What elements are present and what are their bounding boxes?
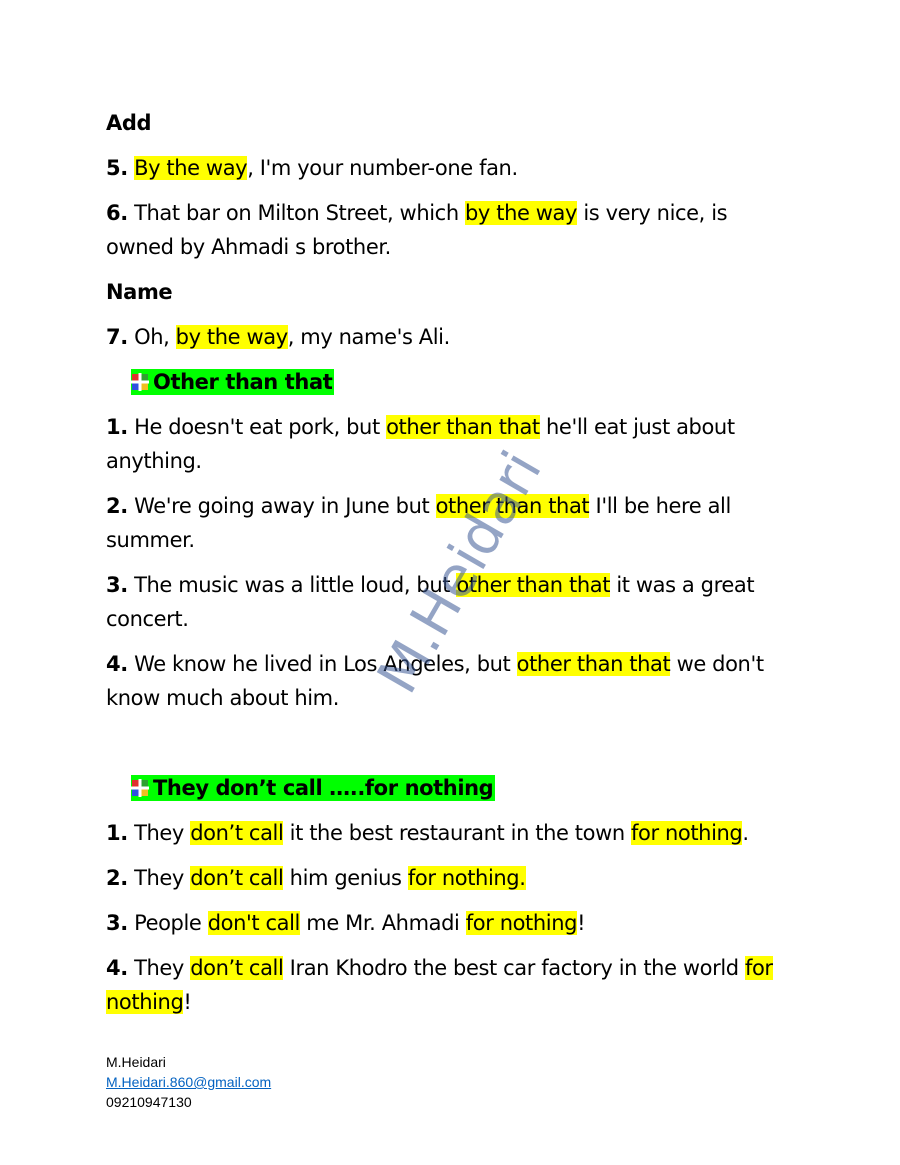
- sentence-text: I'll be here all summer.: [106, 494, 731, 552]
- sentence-text: is very nice, is owned by Ahmadi s broth…: [106, 201, 728, 259]
- sentence-text: He doesn't eat pork, but: [134, 415, 387, 439]
- sentence-text: They: [134, 821, 191, 845]
- highlighted-phrase: for nothing: [631, 821, 743, 845]
- highlighted-phrase: By the way: [134, 156, 248, 180]
- sentence-text: it the best restaurant in the town: [283, 821, 632, 845]
- example-sentence: 1. They don’t call it the best restauran…: [106, 816, 796, 850]
- example-sentence: 5. By the way, I'm your number-one fan.: [106, 151, 796, 185]
- sentence-text: We're going away in June but: [134, 494, 436, 518]
- sentence-text: it was a great concert.: [106, 573, 755, 631]
- highlighted-phrase: other than that: [456, 573, 611, 597]
- sentence-text: The music was a little loud, but: [134, 573, 457, 597]
- examples-dont-call: 1. They don’t call it the best restauran…: [106, 816, 796, 1019]
- example-sentence: 3. The music was a little loud, but othe…: [106, 568, 796, 636]
- example-number: 7.: [106, 325, 128, 349]
- section-title: Other than that: [153, 370, 333, 394]
- sentence-text: him genius: [283, 866, 408, 890]
- example-sentence: 6. That bar on Milton Street, which by t…: [106, 196, 796, 264]
- sentence-text: me Mr. Ahmadi: [300, 911, 466, 935]
- sentence-text: They: [134, 956, 191, 980]
- example-sentence: 2. We're going away in June but other th…: [106, 489, 796, 557]
- example-number: 4.: [106, 956, 128, 980]
- highlighted-phrase: don't call: [207, 911, 300, 935]
- example-sentence: 2. They don’t call him genius for nothin…: [106, 861, 796, 895]
- footer-email-link[interactable]: M.Heidari.860@gmail.com: [106, 1074, 272, 1090]
- highlighted-phrase: don’t call: [190, 866, 284, 890]
- sentence-text: People: [134, 911, 208, 935]
- footer-author: M.Heidari: [106, 1054, 166, 1070]
- sentence-text: we don't know much about him.: [106, 652, 764, 710]
- sentence-text: he'll eat just about anything.: [106, 415, 735, 473]
- highlighted-phrase: by the way: [465, 201, 578, 225]
- example-sentence: 1. He doesn't eat pork, but other than t…: [106, 410, 796, 478]
- document-body: Add 5. By the way, I'm your number-one f…: [106, 106, 796, 1030]
- example-sentence: 4. We know he lived in Los Angeles, but …: [106, 647, 796, 715]
- sentence-text: !: [577, 911, 586, 935]
- sentence-text: Oh,: [134, 325, 176, 349]
- example-number: 1.: [106, 415, 128, 439]
- highlighted-phrase: don’t call: [190, 821, 284, 845]
- section-label: Other than that: [131, 369, 335, 395]
- example-number: 1.: [106, 821, 128, 845]
- highlighted-phrase: don’t call: [190, 956, 284, 980]
- spacer: [106, 726, 796, 771]
- example-number: 3.: [106, 573, 128, 597]
- section-label: They don’t call …..for nothing: [131, 775, 496, 801]
- sentence-text: !: [183, 990, 192, 1014]
- footer-phone: 09210947130: [106, 1094, 192, 1110]
- example-sentence: 7. Oh, by the way, my name's Ali.: [106, 320, 796, 354]
- section-header-other-than-that: Other than that: [131, 365, 796, 399]
- highlighted-phrase: by the way: [175, 325, 288, 349]
- section-header-dont-call-for-nothing: They don’t call …..for nothing: [131, 771, 796, 805]
- sentence-text: That bar on Milton Street, which: [134, 201, 465, 225]
- sentence-text: , I'm your number-one fan.: [247, 156, 518, 180]
- sentence-text: Iran Khodro the best car factory in the …: [283, 956, 745, 980]
- heading-add: Add: [106, 111, 152, 135]
- example-sentence: 3. People don't call me Mr. Ahmadi for n…: [106, 906, 796, 940]
- sentence-text: .: [742, 821, 749, 845]
- examples-add: 5. By the way, I'm your number-one fan. 6…: [106, 151, 796, 264]
- footer: M.Heidari M.Heidari.860@gmail.com 092109…: [106, 1052, 271, 1112]
- example-number: 4.: [106, 652, 128, 676]
- highlighted-phrase: other than that: [435, 494, 590, 518]
- example-sentence: 4. They don’t call Iran Khodro the best …: [106, 951, 796, 1019]
- example-number: 3.: [106, 911, 128, 935]
- examples-other-than-that: 1. He doesn't eat pork, but other than t…: [106, 410, 796, 715]
- examples-name: 7. Oh, by the way, my name's Ali.: [106, 320, 796, 354]
- sentence-text: , my name's Ali.: [287, 325, 451, 349]
- highlighted-phrase: other than that: [516, 652, 671, 676]
- colored-square-bullet-icon: [131, 373, 149, 391]
- example-number: 5.: [106, 156, 128, 180]
- highlighted-phrase: other than that: [386, 415, 540, 439]
- highlighted-phrase: for nothing: [465, 911, 578, 935]
- section-title: They don’t call …..for nothing: [153, 776, 494, 800]
- sentence-text: They: [134, 866, 191, 890]
- highlighted-phrase: for nothing.: [407, 866, 526, 890]
- colored-square-bullet-icon: [131, 779, 149, 797]
- example-number: 6.: [106, 201, 128, 225]
- example-number: 2.: [106, 866, 128, 890]
- sentence-text: We know he lived in Los Angeles, but: [134, 652, 517, 676]
- example-number: 2.: [106, 494, 128, 518]
- heading-name: Name: [106, 280, 173, 304]
